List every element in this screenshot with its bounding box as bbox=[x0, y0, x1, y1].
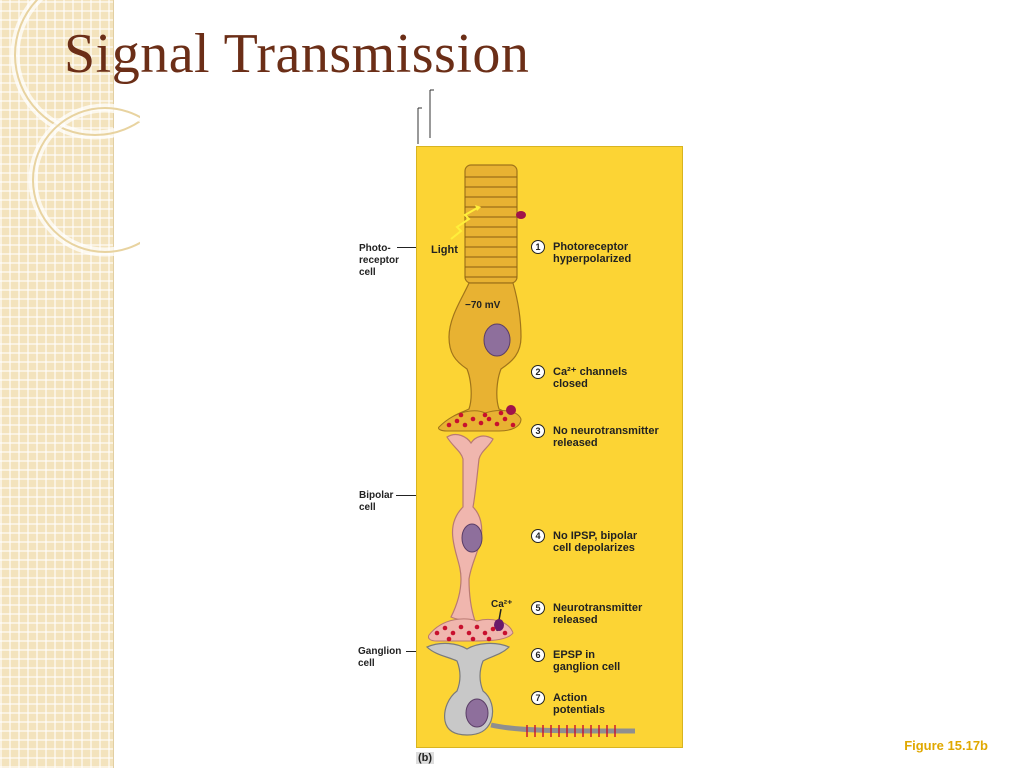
step-4-text: No IPSP, bipolar cell depolarizes bbox=[553, 530, 638, 554]
light-ray-icon bbox=[450, 206, 480, 240]
slide-title: Signal Transmission bbox=[64, 23, 530, 85]
step-7-number: 7 bbox=[531, 691, 545, 705]
step-7: 7 Action potentials bbox=[531, 691, 605, 716]
step-1: 1 Photoreceptor hyperpolarized bbox=[531, 240, 632, 265]
step-1-number: 1 bbox=[531, 240, 545, 254]
step-6-number: 6 bbox=[531, 648, 545, 662]
step-3: 3 No neurotransmitter released bbox=[531, 424, 659, 449]
figure-bracket bbox=[417, 89, 434, 144]
bipolar-cell-label: Bipolar cell bbox=[359, 490, 394, 513]
decorative-rings bbox=[10, 0, 140, 257]
step-5-text: Neurotransmitter released bbox=[553, 602, 643, 626]
vesicles-top bbox=[446, 410, 516, 428]
photoreceptor-outer-segment bbox=[464, 164, 526, 284]
figure-reference: Figure 15.17b bbox=[904, 738, 988, 753]
step-2-text: Ca²⁺ channels closed bbox=[553, 366, 628, 390]
step-7-text: Action potentials bbox=[553, 692, 605, 716]
bipolar-leader-line bbox=[396, 495, 419, 496]
step-5-number: 5 bbox=[531, 601, 545, 615]
step-6: 6 EPSP in ganglion cell bbox=[531, 648, 621, 673]
vesicles-bottom bbox=[434, 624, 508, 642]
light-label: Light bbox=[431, 244, 458, 256]
ganglion-nucleus bbox=[465, 698, 489, 728]
ganglion-axon bbox=[490, 722, 636, 734]
ganglion-cell-label: Ganglion cell bbox=[358, 646, 402, 669]
step-2-number: 2 bbox=[531, 365, 545, 379]
membrane-voltage-label: −70 mV bbox=[465, 300, 501, 311]
calcium-label: Ca²⁺ bbox=[491, 599, 513, 610]
step-3-text: No neurotransmitter released bbox=[553, 425, 659, 449]
photoreceptor-nucleus bbox=[483, 323, 511, 357]
step-4-number: 4 bbox=[531, 529, 545, 543]
panel-letter: (b) bbox=[416, 752, 435, 764]
step-1-text: Photoreceptor hyperpolarized bbox=[553, 241, 632, 265]
step-3-number: 3 bbox=[531, 424, 545, 438]
photoreceptor-cell-label: Photo- receptor cell bbox=[359, 243, 400, 278]
bipolar-synaptic-terminal bbox=[428, 618, 514, 642]
step-6-text: EPSP in ganglion cell bbox=[553, 649, 621, 673]
action-potential-marks bbox=[526, 725, 616, 737]
bipolar-nucleus bbox=[461, 523, 483, 553]
ganglion-leader-line bbox=[406, 651, 419, 652]
step-5: 5 Neurotransmitter released bbox=[531, 601, 643, 626]
photoreceptor-leader-line bbox=[397, 247, 419, 248]
step-4: 4 No IPSP, bipolar cell depolarizes bbox=[531, 529, 638, 554]
ganglion-cell-body bbox=[425, 642, 511, 736]
step-2: 2 Ca²⁺ channels closed bbox=[531, 365, 628, 390]
retina-cells-illustration bbox=[425, 164, 636, 737]
retina-diagram-panel: Light −70 mV Ca²⁺ 1 Photoreceptor hyperp… bbox=[416, 146, 683, 748]
